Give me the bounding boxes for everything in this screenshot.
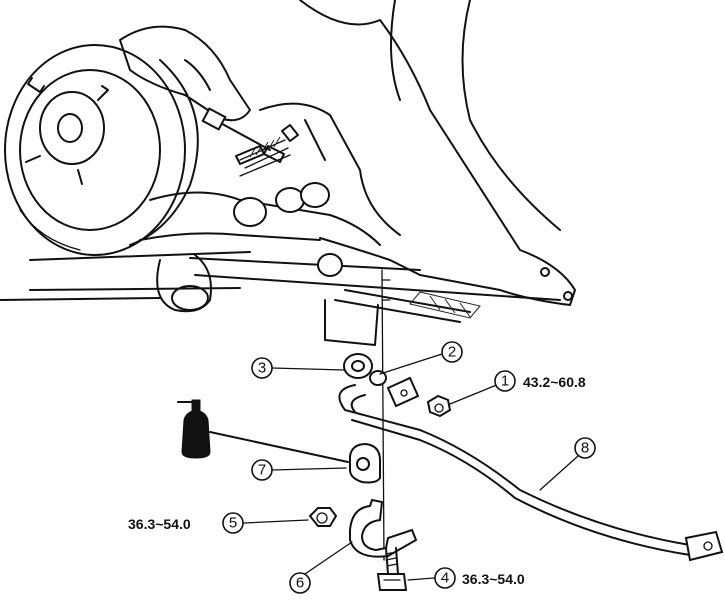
callout-4: 4 36.3~54.0 <box>434 567 525 589</box>
nut-part-1 <box>426 394 452 418</box>
callout-4-number: 4 <box>441 570 449 587</box>
bushing-lower <box>349 442 381 484</box>
leader-lines <box>243 353 579 581</box>
callout-3: 3 <box>251 357 273 379</box>
stabilizer-link-guide <box>381 269 385 561</box>
callout-1-number: 1 <box>501 373 509 390</box>
callout-3-number: 3 <box>258 360 266 377</box>
callout-5: 5 36.3~54.0 <box>128 512 244 534</box>
callout-6-number: 6 <box>296 575 304 592</box>
callout-8-number: 8 <box>581 440 589 457</box>
callout-8: 8 <box>574 437 596 459</box>
callout-7-number: 7 <box>258 462 266 479</box>
callout-2: 2 <box>441 341 463 363</box>
callout-1: 1 43.2~60.8 <box>494 370 586 392</box>
callout-2-number: 2 <box>448 344 456 361</box>
callout-5-number: 5 <box>229 515 237 532</box>
stabilizer-bar <box>338 384 724 562</box>
hand-with-wrench <box>119 25 289 169</box>
callout-1-torque: 43.2~60.8 <box>523 374 586 390</box>
callout-7: 7 <box>251 459 273 481</box>
bushing-upper <box>343 353 387 386</box>
body-frame <box>0 0 576 346</box>
grease-can-icon <box>177 399 349 463</box>
bracket-upper <box>386 376 420 408</box>
brake-disc-hub <box>4 44 199 256</box>
nut-part-5 <box>308 507 338 527</box>
control-arm <box>139 145 381 313</box>
callout-6: 6 <box>289 572 311 594</box>
bolt-part-4 <box>376 547 408 591</box>
callout-4-torque: 36.3~54.0 <box>462 571 525 587</box>
callout-5-torque: 36.3~54.0 <box>128 516 191 532</box>
clamp-bracket <box>349 498 418 558</box>
